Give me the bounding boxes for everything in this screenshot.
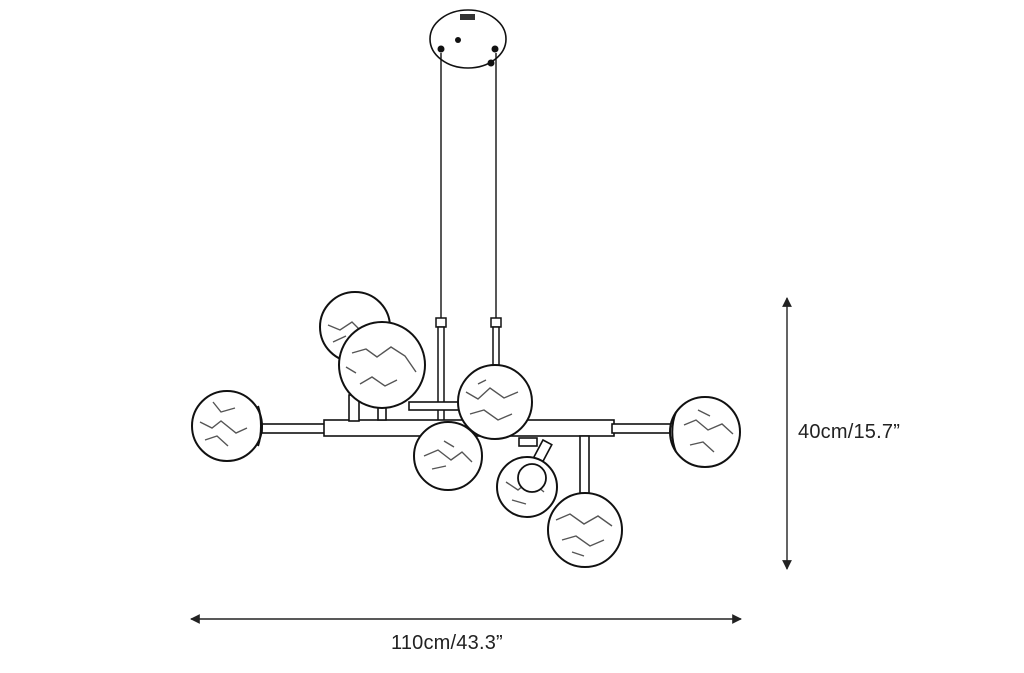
width-dimension-label: 110cm/43.3” <box>391 632 503 654</box>
globe-3 <box>338 321 426 409</box>
globe-6 <box>669 396 741 468</box>
rod-risers <box>435 317 502 423</box>
ceiling-canopy <box>429 9 507 69</box>
suspension-cables <box>440 53 497 318</box>
globe-1 <box>191 390 263 462</box>
height-dimension-label: 40cm/15.7” <box>798 421 901 443</box>
globe-5 <box>457 364 533 440</box>
globe-4 <box>413 421 483 491</box>
globe-7 <box>496 456 558 518</box>
globe-8 <box>547 492 623 568</box>
